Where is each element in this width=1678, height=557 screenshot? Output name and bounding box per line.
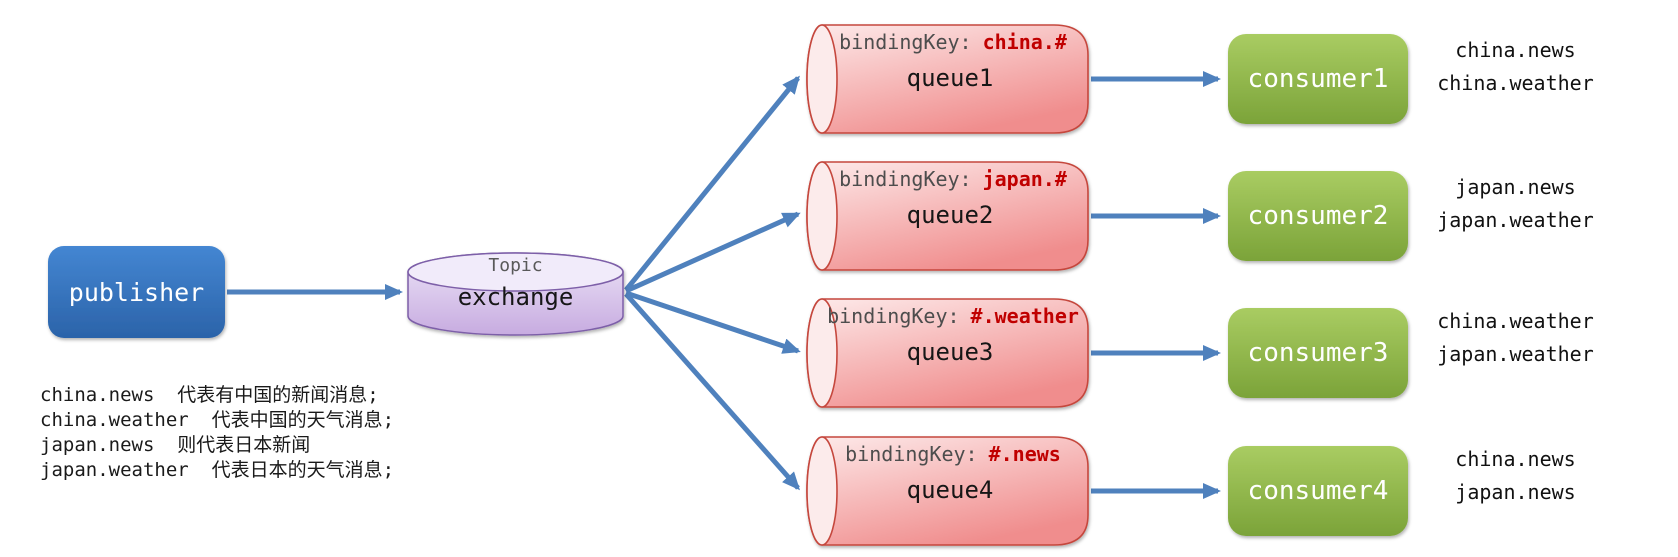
queue3-cap [806, 298, 838, 408]
binding-key-prefix: bindingKey: [839, 167, 972, 191]
exchange-top [407, 252, 624, 292]
publisher-node [48, 246, 225, 338]
queue4-binding-key: #.news [988, 442, 1061, 466]
note-line: japan.weather 代表日本的天气消息; [40, 459, 395, 481]
queue2-binding-row: bindingKey: japan.# [825, 167, 1081, 191]
consumer4-node [1228, 446, 1408, 536]
queue4-binding-row: bindingKey: #.news [825, 442, 1081, 466]
publisher-label: publisher [68, 277, 205, 307]
exchange-name: exchange [457, 283, 574, 311]
consumer3-label: consumer3 [1247, 338, 1389, 368]
routing-key: china.weather [1437, 309, 1594, 333]
note-line: japan.news 则代表日本新闻 [40, 434, 311, 456]
routing-key: japan.weather [1437, 342, 1594, 366]
consumer1-node [1228, 34, 1408, 124]
queue1-name: queue1 [906, 64, 994, 92]
routing-key: china.news [1455, 38, 1576, 62]
queue1-cap [806, 24, 838, 134]
consumer4-received-keys: china.news japan.news [1408, 443, 1623, 509]
routing-key: japan.news [1455, 175, 1576, 199]
note-line: china.news 代表有中国的新闻消息; [40, 384, 379, 406]
arrow-exchange-to-queue1 [624, 75, 800, 292]
routing-key: china.news [1455, 447, 1576, 471]
queue4-cap [806, 436, 838, 546]
queue2-cap [806, 161, 838, 271]
queue1-cylinder [806, 24, 1089, 134]
binding-key-prefix: bindingKey: [839, 30, 972, 54]
consumer2-node [1228, 171, 1408, 261]
note-line: china.weather 代表中国的天气消息; [40, 409, 395, 431]
routing-key: china.weather [1437, 71, 1594, 95]
routing-key: japan.weather [1437, 208, 1594, 232]
exchange-type-label: Topic [488, 255, 543, 276]
binding-key-prefix: bindingKey: [845, 442, 978, 466]
queue2-binding-key: japan.# [982, 167, 1067, 191]
binding-key-prefix: bindingKey: [827, 304, 960, 328]
queue3-binding-row: bindingKey: #.weather [825, 304, 1081, 328]
routing-key: japan.news [1455, 480, 1576, 504]
queue1-binding-row: bindingKey: china.# [825, 30, 1081, 54]
consumer1-label: consumer1 [1247, 64, 1389, 94]
consumer3-received-keys: china.weather japan.weather [1408, 305, 1623, 371]
queue4-name: queue4 [906, 476, 994, 504]
routing-key-notes: china.news 代表有中国的新闻消息; china.weather 代表中… [40, 383, 394, 483]
queue1-binding-key: china.# [982, 30, 1067, 54]
queue2-name: queue2 [906, 201, 994, 229]
consumer3-node [1228, 308, 1408, 398]
queue2-cylinder [806, 161, 1089, 271]
exchange-node [407, 252, 624, 336]
consumer2-received-keys: japan.news japan.weather [1408, 171, 1623, 237]
arrow-exchange-to-queue4 [624, 292, 800, 491]
arrow-exchange-to-queue2 [624, 211, 801, 294]
queue3-name: queue3 [906, 338, 994, 366]
queue3-binding-key: #.weather [970, 304, 1079, 328]
queue4-cylinder [806, 436, 1089, 546]
queue3-cylinder [806, 298, 1089, 408]
consumer1-received-keys: china.news china.weather [1408, 34, 1623, 100]
arrow-exchange-to-queue3 [625, 290, 801, 354]
consumer4-label: consumer4 [1247, 476, 1389, 506]
consumer2-label: consumer2 [1247, 201, 1389, 231]
